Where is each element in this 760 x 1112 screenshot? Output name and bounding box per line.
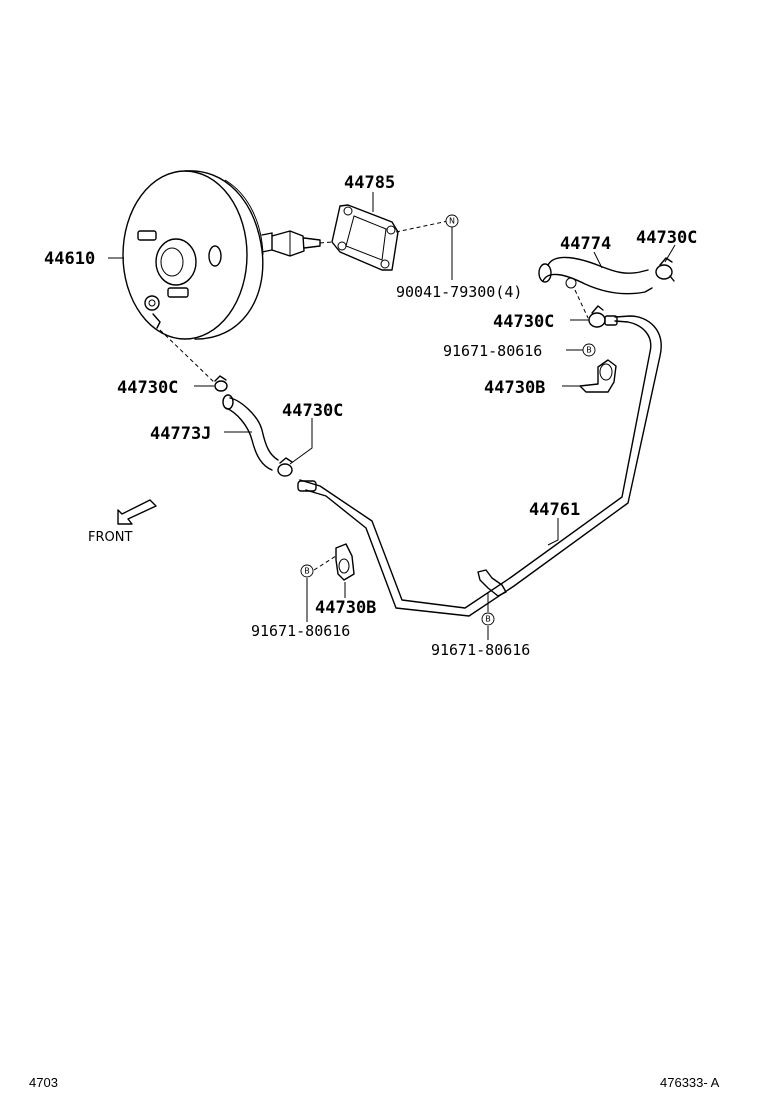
clamp-top-right-drawing: [655, 257, 675, 282]
part-number-clamp-mid-right: 44730C: [493, 312, 554, 332]
leader-clamp-lower: [289, 418, 313, 465]
nut-dashed-line: [319, 220, 449, 244]
bolt-marker-bottom-right: B: [481, 612, 495, 626]
part-number-hose-lower: 44773J: [150, 424, 211, 444]
bolt-marker-right-letter: B: [586, 346, 592, 355]
part-number-clamp-booster: 44730C: [117, 378, 178, 398]
leader-tube: [547, 518, 559, 546]
hose-clamp-dashed-line: [574, 289, 589, 319]
bolt-marker-bottom-left: B: [300, 564, 314, 578]
part-number-clamp-lower: 44730C: [282, 401, 343, 421]
clamp-booster-drawing: [214, 375, 228, 392]
part-number-hose-upper: 44774: [560, 234, 611, 254]
tube-clip-bottom-drawing: [477, 569, 507, 597]
bolt-marker-right: B: [582, 343, 596, 357]
bolt-marker-bottom-right-letter: B: [485, 615, 491, 624]
vacuum-tube-drawing: [297, 315, 662, 617]
booster-clamp-dashed-line: [159, 329, 217, 385]
leader-clamp-top-right: [664, 244, 676, 263]
bottom-bolt-dashed-line: [313, 555, 337, 571]
clamp-lower-drawing: [277, 457, 293, 477]
part-number-booster: 44610: [44, 249, 95, 269]
bolt-marker-bottom-left-letter: B: [304, 567, 310, 576]
part-number-gasket: 44785: [344, 173, 395, 193]
part-number-bolt-bottom-right: 91671-80616: [431, 641, 530, 659]
clamp-mid-right-drawing: [588, 305, 606, 328]
footer-illustration-code: 476333- A: [660, 1075, 720, 1090]
nut-marker-letter: N: [449, 217, 455, 226]
leader-hose-upper: [593, 251, 603, 269]
clip-right-drawing: [579, 359, 617, 393]
front-label: FRONT: [88, 530, 132, 545]
brake-booster-drawing: [122, 170, 321, 340]
clip-bottom-drawing: [335, 543, 355, 581]
front-arrow-icon: [117, 499, 157, 525]
nut-marker: N: [445, 214, 459, 228]
footer-page-code: 4703: [29, 1075, 58, 1090]
part-number-clip-bottom: 44730B: [315, 598, 376, 618]
part-number-clamp-top-right: 44730C: [636, 228, 697, 248]
part-number-tube: 44761: [529, 500, 580, 520]
part-number-nut: 90041-79300(4): [396, 283, 522, 301]
part-number-bolt-right: 91671-80616: [443, 342, 542, 360]
part-number-clip-right: 44730B: [484, 378, 545, 398]
lower-hose-drawing: [222, 394, 279, 471]
gasket-drawing: [331, 204, 399, 271]
upper-hose-drawing: [538, 256, 653, 295]
part-number-bolt-bottom-left: 91671-80616: [251, 622, 350, 640]
